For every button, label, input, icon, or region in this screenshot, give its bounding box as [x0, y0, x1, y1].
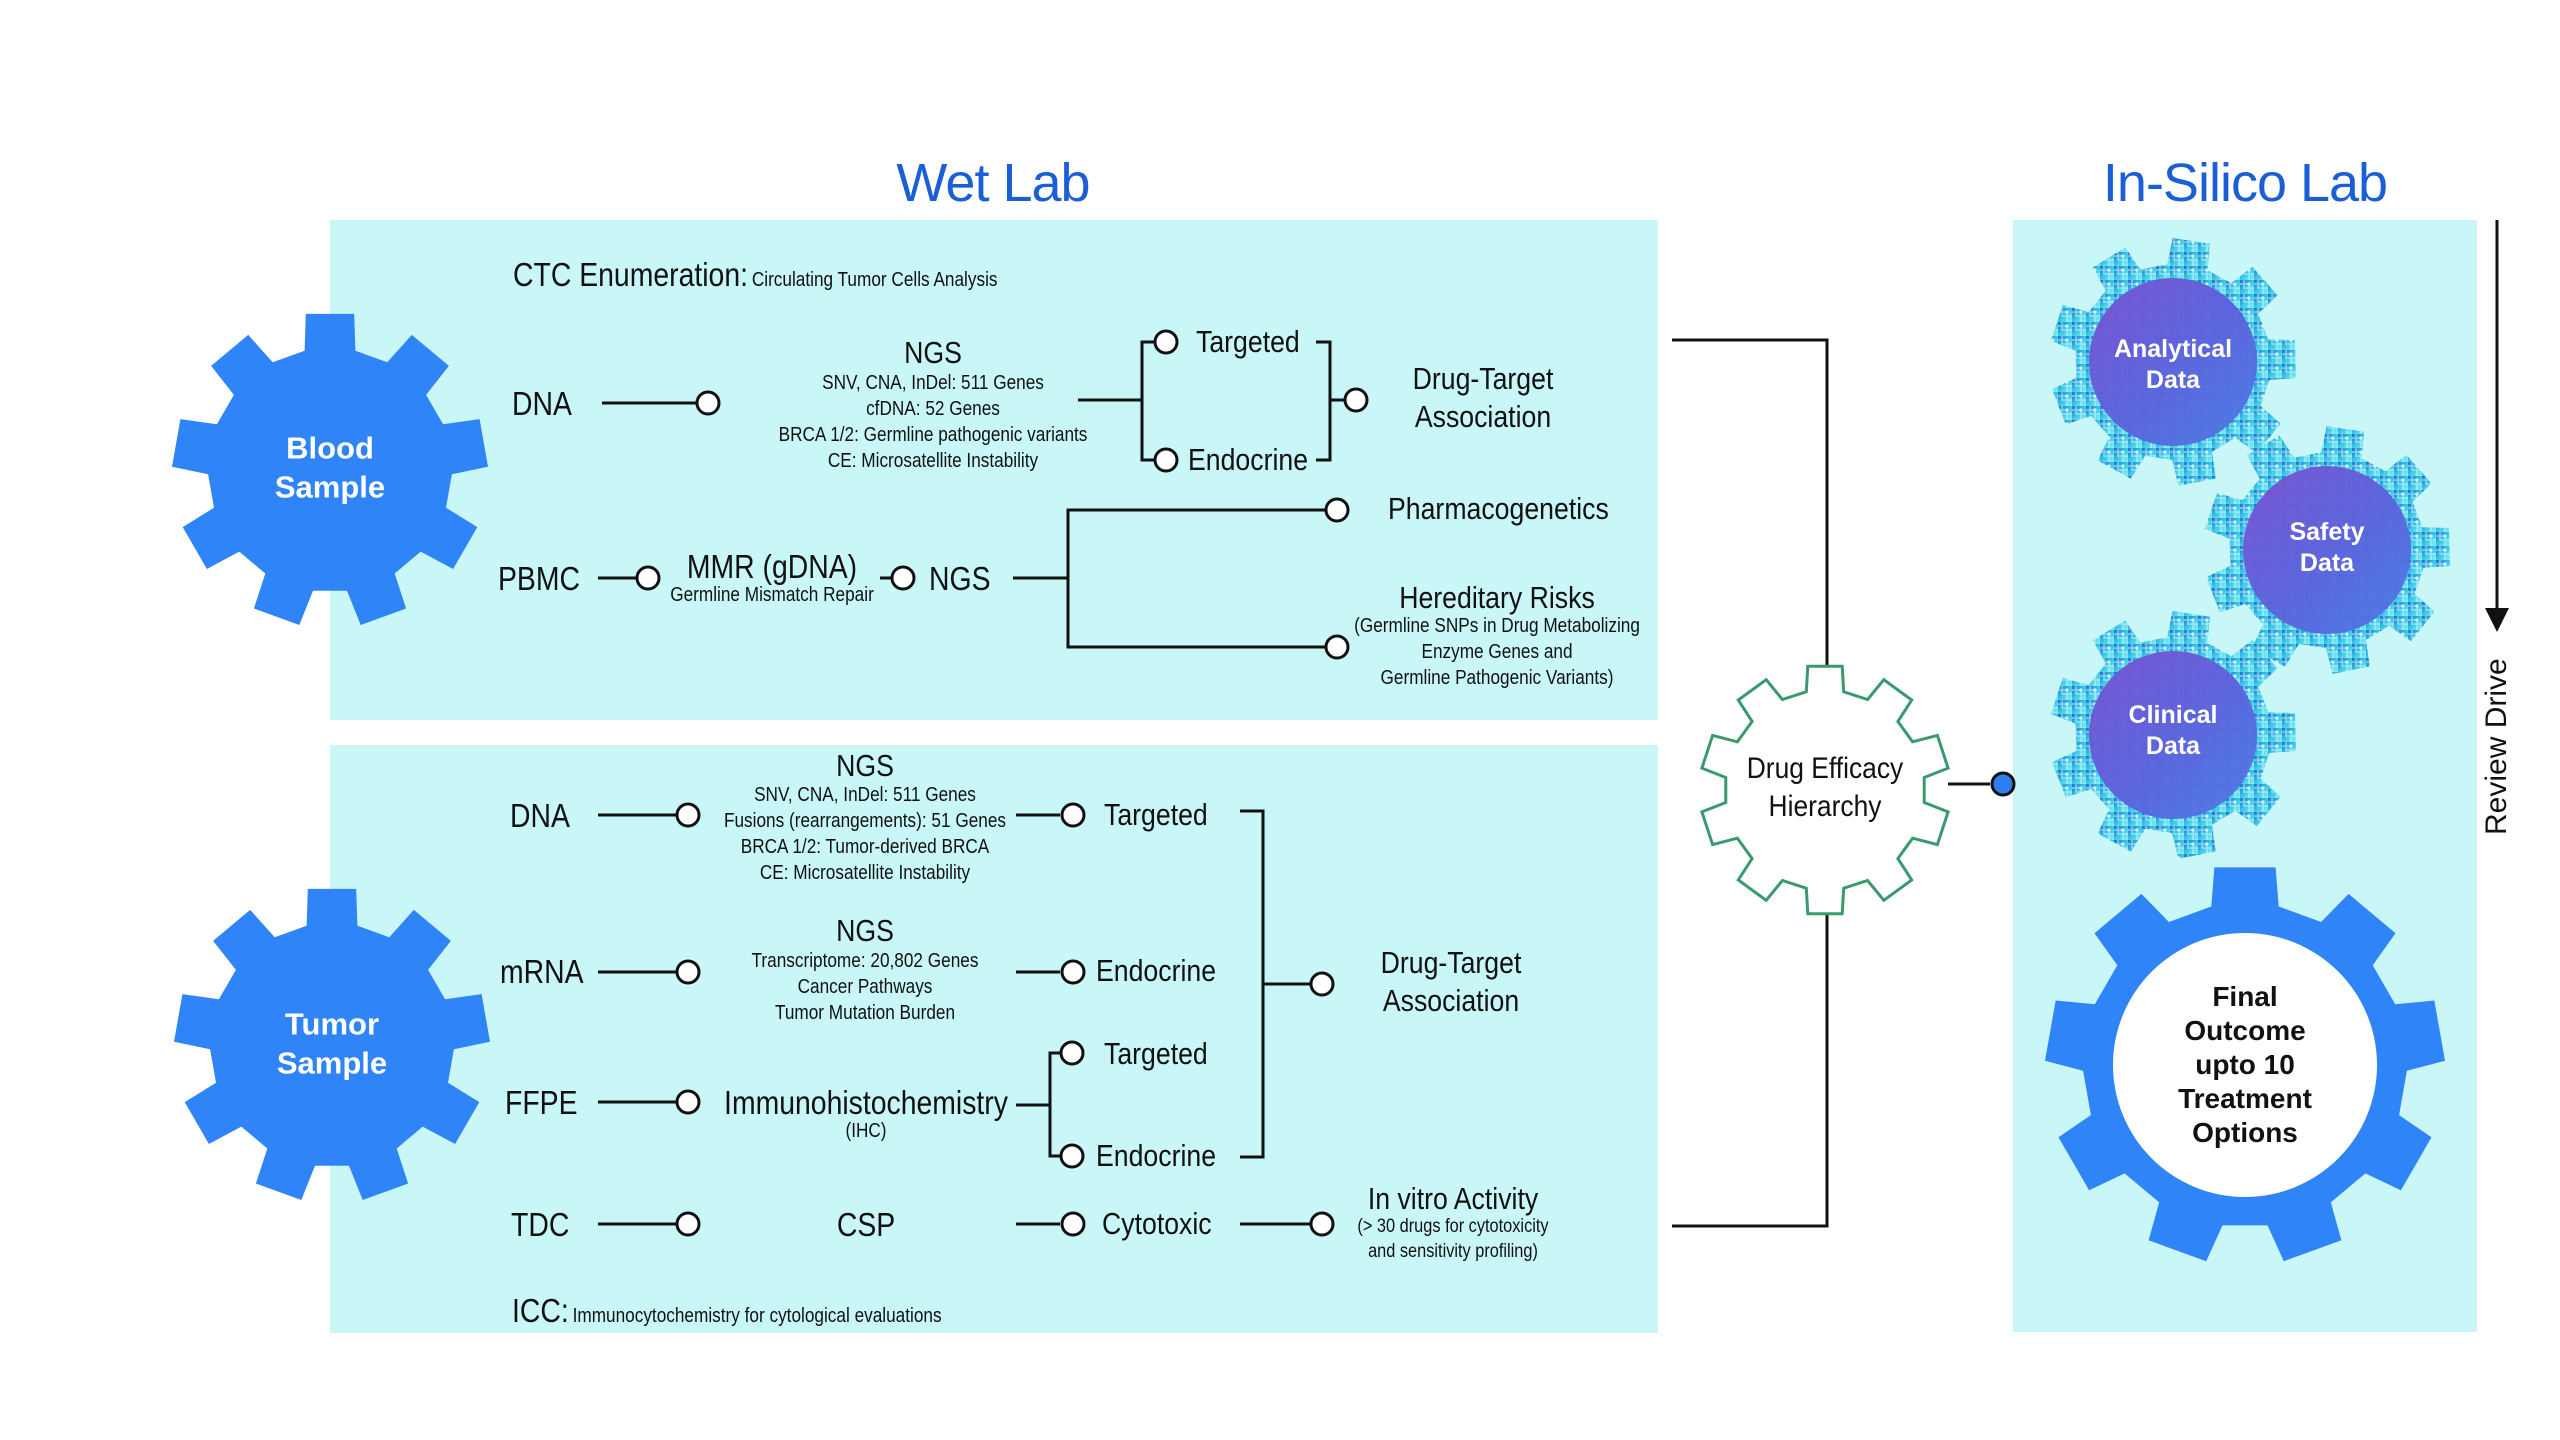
tumor-sample-gear-icon: [174, 888, 490, 1200]
node-blood-targeted: [1153, 329, 1179, 355]
node-tumor-dna: [675, 802, 701, 828]
pbmc-label: PBMC: [498, 560, 580, 597]
csp-label: CSP: [836, 1206, 896, 1243]
node-mrna: [675, 959, 701, 985]
node-pharmacogenetics: [1324, 497, 1350, 523]
node-ffpe-endocrine: [1059, 1143, 1085, 1169]
cytotoxic-label: Cytotoxic: [1102, 1206, 1212, 1241]
mrna-label: mRNA: [500, 953, 584, 990]
data-orb-1: [2089, 278, 2257, 446]
data-orb-2: [2243, 466, 2411, 634]
icc-note: ICC: Immunocytochemistry for cytological…: [512, 1292, 942, 1329]
mmr-gdna-label: MMR (gDNA): [686, 548, 858, 585]
blood-ngs-title: NGS: [904, 335, 962, 370]
node-ffpe: [675, 1089, 701, 1115]
pbmc-ngs-label: NGS: [929, 560, 991, 597]
review-drive-label: Review Drive: [2480, 658, 2513, 835]
in-vitro-activity-title: In vitro Activity: [1367, 1181, 1539, 1216]
node-pbmc: [635, 565, 661, 591]
mmr-detail: Germline Mismatch Repair: [670, 584, 874, 606]
drug-efficacy-hierarchy-gear-icon: [1700, 664, 1950, 916]
tumor-ngs-dna-title: NGS: [836, 748, 894, 783]
node-tdc: [675, 1211, 701, 1237]
tdc-label: TDC: [511, 1206, 570, 1243]
tumor-ngs-mrna-title: NGS: [836, 913, 894, 948]
node-hereditary: [1324, 634, 1350, 660]
node-in-vitro: [1309, 1211, 1335, 1237]
ffpe-targeted-label: Targeted: [1104, 1036, 1208, 1071]
tumor-panel: [330, 745, 1658, 1333]
node-blood-dna: [695, 390, 721, 416]
ctc-enumeration: CTC Enumeration: Circulating Tumor Cells…: [513, 256, 998, 293]
pharmacogenetics-label: Pharmacogenetics: [1388, 491, 1609, 526]
node-blood-drug-target: [1343, 387, 1369, 413]
blood-targeted-label: Targeted: [1196, 324, 1300, 359]
node-tumor-endocrine: [1060, 959, 1086, 985]
review-drive-arrow-head: [2485, 608, 2509, 632]
in-silico-lab-title: In-Silico Lab: [2102, 153, 2388, 213]
node-hierarchy-output: [1990, 771, 2016, 797]
blood-sample-gear-icon: [172, 313, 488, 625]
tumor-dna-label: DNA: [510, 797, 570, 834]
node-ffpe-targeted: [1059, 1040, 1085, 1066]
data-orb-3: [2089, 651, 2257, 819]
hereditary-risks-title: Hereditary Risks: [1399, 580, 1595, 615]
tumor-targeted-label: Targeted: [1104, 797, 1208, 832]
ihc-title: Immunohistochemistry: [724, 1084, 1008, 1121]
node-tumor-targeted: [1060, 802, 1086, 828]
blood-dna-label: DNA: [512, 385, 572, 422]
node-mmr: [890, 565, 916, 591]
blood-panel: [330, 220, 1658, 720]
node-cytotoxic: [1060, 1211, 1086, 1237]
node-blood-endocrine: [1153, 447, 1179, 473]
ffpe-endocrine-label: Endocrine: [1096, 1138, 1217, 1173]
ffpe-label: FFPE: [505, 1084, 578, 1121]
node-tumor-drug-target: [1309, 971, 1335, 997]
wet-lab-title: Wet Lab: [896, 153, 1090, 213]
tumor-endocrine-label: Endocrine: [1096, 953, 1217, 988]
final-outcome-center: [2113, 933, 2377, 1197]
ihc-detail: (IHC): [845, 1120, 887, 1142]
blood-endocrine-label: Endocrine: [1188, 442, 1309, 477]
